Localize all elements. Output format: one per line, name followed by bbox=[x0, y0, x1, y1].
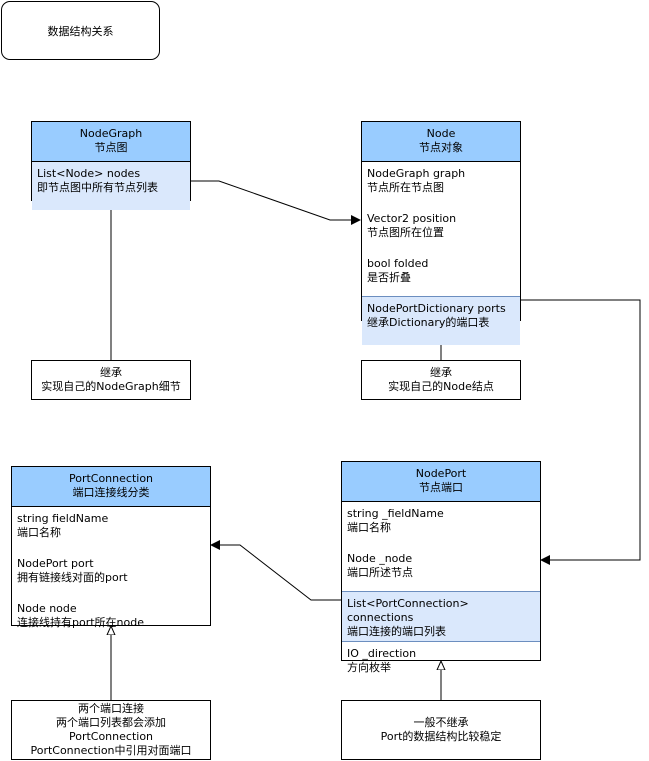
field-position: Vector2 position 节点图所在位置 bbox=[367, 212, 457, 239]
field-node-private: Node _node 端口所述节点 bbox=[347, 552, 413, 579]
edge-nodegraph-to-node bbox=[191, 180, 361, 225]
note-node-inherit: 继承 实现自己的Node结点 bbox=[361, 360, 521, 400]
class-nodegraph-header: NodeGraph 节点图 bbox=[32, 122, 190, 162]
field-node: Node node 连接线持有port所在node bbox=[17, 602, 144, 629]
class-portconnection-header: PortConnection 端口连接线分类 bbox=[12, 467, 210, 507]
note-portconnection: 两个端口连接 两个端口列表都会添加 PortConnection PortCon… bbox=[11, 700, 211, 760]
edge-nodeport-to-portconnection bbox=[210, 540, 341, 601]
diagram-title-box: 数据结构关系 bbox=[1, 1, 160, 60]
class-nodegraph: NodeGraph 节点图 List<Node> nodes 即节点图中所有节点… bbox=[31, 121, 191, 210]
class-nodeport: NodePort 节点端口 string _fieldName 端口名称 Nod… bbox=[341, 461, 541, 674]
field-folded: bool folded 是否折叠 bbox=[367, 257, 429, 284]
field-port: NodePort port 拥有链接线对面的port bbox=[17, 557, 128, 584]
class-nodeport-header: NodePort 节点端口 bbox=[342, 462, 540, 502]
class-portconnection: PortConnection 端口连接线分类 string fieldName … bbox=[11, 466, 211, 629]
note-nodegraph-inherit: 继承 实现自己的NodeGraph细节 bbox=[31, 360, 191, 400]
class-node: Node 节点对象 NodeGraph graph 节点所在节点图 Vector… bbox=[361, 121, 521, 345]
diagram-title: 数据结构关系 bbox=[47, 24, 114, 38]
edge-node-to-nodeport bbox=[521, 299, 641, 565]
field-ports: NodePortDictionary ports 继承Dictionary的端口… bbox=[362, 296, 520, 345]
field-fieldname: string fieldName 端口名称 bbox=[17, 512, 109, 539]
field-nodes: List<Node> nodes 即节点图中所有节点列表 bbox=[32, 162, 190, 210]
note-nodeport: 一般不继承 Port的数据结构比较稳定 bbox=[341, 700, 541, 760]
field-fieldname-private: string _fieldName 端口名称 bbox=[347, 507, 444, 534]
class-node-header: Node 节点对象 bbox=[362, 122, 520, 162]
field-direction: IO _direction 方向枚举 bbox=[347, 647, 417, 674]
field-graph: NodeGraph graph 节点所在节点图 bbox=[367, 167, 466, 194]
field-connections: List<PortConnection> connections 端口连接的端口… bbox=[342, 591, 540, 642]
